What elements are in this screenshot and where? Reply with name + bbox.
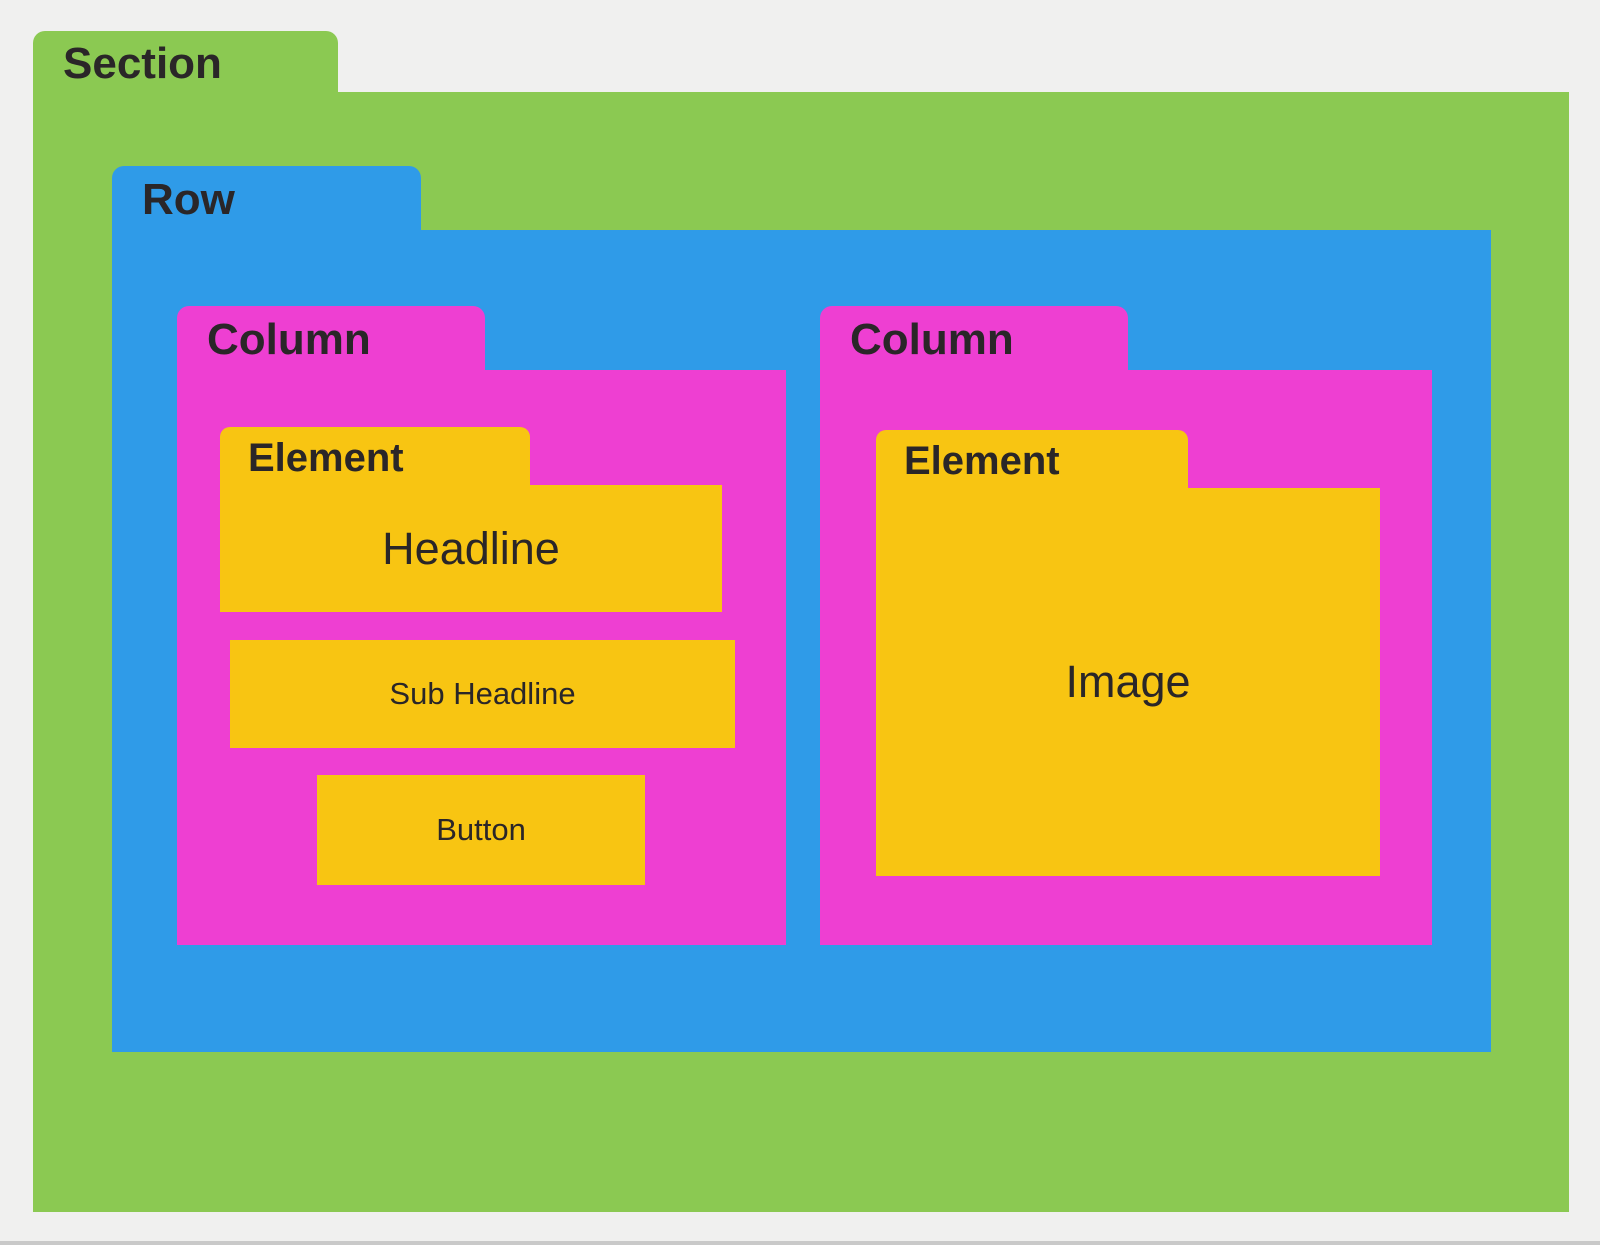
element-1-tab-label: Element xyxy=(248,435,404,480)
section-tab: Section xyxy=(33,31,338,97)
column-1-tab: Column xyxy=(177,306,485,374)
headline-label: Headline xyxy=(382,522,560,574)
column-2-tab-label: Column xyxy=(850,315,1014,364)
image-label: Image xyxy=(1065,656,1191,707)
window-bottom-edge xyxy=(0,1241,1600,1245)
element-2-tab-label: Element xyxy=(904,438,1060,483)
image-element-box: Image xyxy=(876,488,1380,876)
subheadline-label: Sub Headline xyxy=(389,676,576,711)
button-element-box: Button xyxy=(317,775,645,885)
section-tab-label: Section xyxy=(63,39,222,88)
row-tab: Row xyxy=(112,166,421,234)
element-2-tab: Element xyxy=(876,430,1188,492)
element-1-tab: Element xyxy=(220,427,530,489)
row-tab-label: Row xyxy=(142,175,235,224)
subheadline-element-box: Sub Headline xyxy=(230,640,735,748)
column-1-tab-label: Column xyxy=(207,315,371,364)
headline-element-box: Headline xyxy=(220,485,722,612)
column-2-tab: Column xyxy=(820,306,1128,374)
button-label: Button xyxy=(436,812,526,847)
